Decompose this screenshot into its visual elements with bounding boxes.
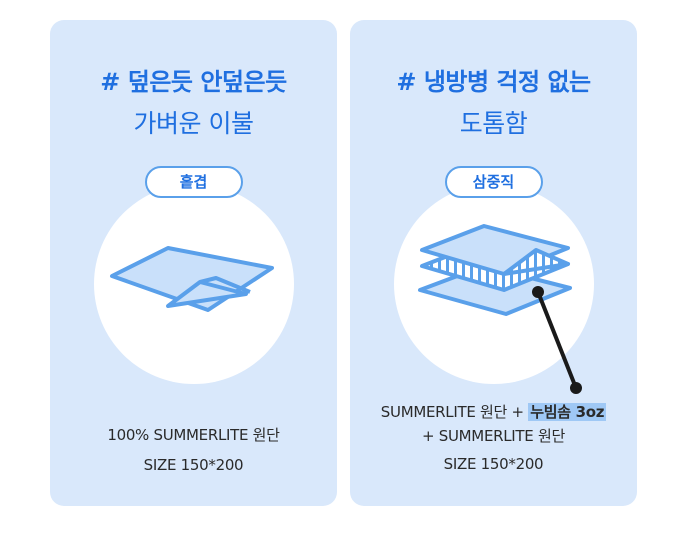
single-layer-card: # 덮은듯 안덮은듯 가벼운 이불 홑겹 100% SUMMERLITE 원단 … (50, 20, 337, 506)
left-badge: 홑겹 (144, 166, 243, 198)
left-subline: 가벼운 이불 (133, 109, 254, 138)
right-subline: 도톰함 (459, 109, 528, 138)
right-desc-line2: + SUMMERLITE 원단 (422, 427, 565, 445)
triple-layer-card: # 냉방병 걱정 없는 도톰함 삼중직 SUMMERLITE 원단 + 누빔솜 … (350, 20, 637, 506)
right-desc-highlight: 누빔솜 3oz (528, 403, 607, 421)
right-desc-line1: SUMMERLITE 원단 + 누빔솜 3oz (350, 401, 637, 422)
right-desc-line3: SIZE 150*200 (443, 455, 544, 473)
left-headline: # 덮은듯 안덮은듯 (100, 68, 287, 96)
right-headline: # 냉방병 걱정 없는 (396, 68, 591, 96)
left-desc-line1: 100% SUMMERLITE 원단 (107, 426, 280, 444)
single-sheet-icon (110, 246, 274, 312)
left-desc-line2: SIZE 150*200 (143, 456, 244, 474)
pointer-dot-icon (532, 286, 544, 298)
right-desc-line1-prefix: SUMMERLITE 원단 + (380, 403, 529, 421)
right-badge: 삼중직 (444, 166, 543, 198)
triple-layer-icon (418, 224, 582, 394)
